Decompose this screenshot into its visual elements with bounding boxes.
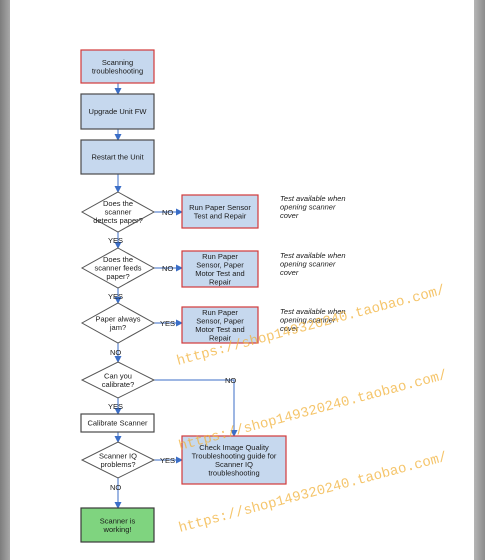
node-label: Does the [103,199,133,208]
node-label: Can you [104,371,132,380]
label-yes-1: YES [108,236,123,245]
node-label: Troubleshooting guide for [192,451,277,460]
decision-diamond [80,191,156,233]
node-label: Scanner IQ [99,451,137,460]
edge-labels: NO YES NO YES YES NO NO YES YES NO [108,208,236,492]
note-line: opening scanner [280,203,336,212]
page-shadow-right [474,0,485,560]
node-label: troubleshooting [92,66,143,75]
decision-diamond [80,302,156,344]
node-label: detects paper? [93,216,143,225]
note-line: cover [280,211,299,220]
edge-calibrate-q-no [153,379,238,437]
note-line: Test available when [280,251,346,260]
decision-diamond [80,441,156,479]
node-label: scanner [105,208,132,217]
node-label: Repair [209,277,232,286]
node-label: Calibrate Scanner [87,419,148,428]
note-line: cover [280,268,299,277]
page-shadow-left [0,0,10,560]
label-no-4: NO [225,376,236,385]
node-label: Does the [103,255,133,264]
label-yes-5: YES [160,456,175,465]
label-no-1: NO [162,208,173,217]
node-label: Scanner is [100,516,136,525]
note-line: opening scanner [280,260,336,269]
node-box [80,139,155,175]
node-label: Paper always [95,314,140,323]
node-restart: Restart the Unit [80,139,155,175]
node-box [80,413,155,433]
node-label: Restart the Unit [91,153,144,162]
node-box [80,507,155,543]
node-box [181,194,259,229]
node-label: Repair [209,333,232,342]
node-label: Check Image Quality [199,443,269,452]
connectors [114,83,238,509]
node-box [181,435,287,485]
node-label: Test and Repair [194,211,247,220]
label-yes-2: YES [108,292,123,301]
node-calibrate: Calibrate Scanner [80,413,155,433]
node-box [80,49,155,84]
node-box [181,306,259,344]
watermark-2: https://shop149320240.taobao.com/ [177,368,449,455]
node-label: troubleshooting [208,468,259,477]
note-line: Test available when [280,194,346,203]
node-label: Run Paper [202,308,238,317]
decision-diamond [80,247,156,289]
node-box [181,250,259,288]
label-yes-4: YES [108,402,123,411]
note-line: opening scanner [280,316,336,325]
node-label: calibrate? [102,380,135,389]
note-line: Test available when [280,307,346,316]
node-label: Motor Test and [195,269,244,278]
note-line: cover [280,324,299,333]
label-no-3: NO [110,348,121,357]
node-label: Upgrade Unit FW [89,107,148,116]
decision-diamond [80,361,156,399]
node-upgrade: Upgrade Unit FW [80,93,155,130]
node-label: Run Paper Sensor [189,203,251,212]
label-no-5: NO [110,483,121,492]
node-label: Run Paper [202,252,238,261]
node-label: working! [103,525,132,534]
node-label: paper? [106,272,129,281]
node-label: scanner feeds [94,264,141,273]
node-box [80,93,155,130]
node-label: problems? [100,460,135,469]
node-label: Scanner IQ [215,460,253,469]
node-label: Scanning [102,58,133,67]
node-label: Motor Test and [195,325,244,334]
label-yes-3: YES [160,319,175,328]
node-label: jam? [109,323,126,332]
label-no-2: NO [162,264,173,273]
node-label: Sensor, Paper [196,260,244,269]
node-label: Sensor, Paper [196,316,244,325]
